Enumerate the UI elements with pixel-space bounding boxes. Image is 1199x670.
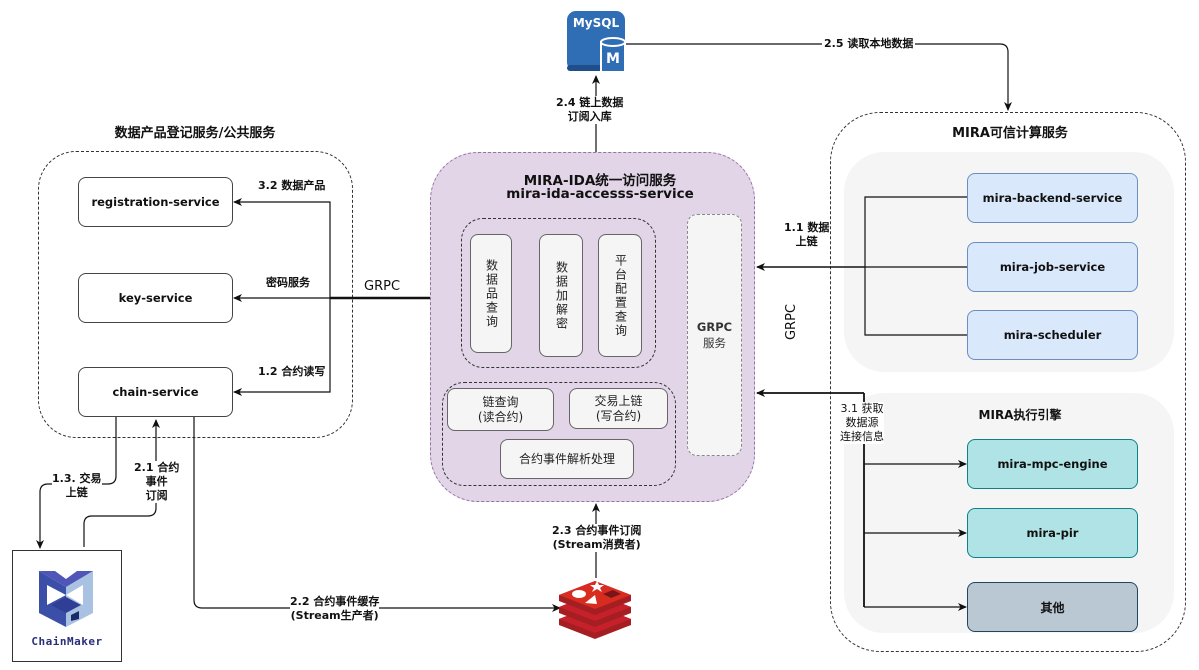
edge-label-3-1-line3: 连接信息 xyxy=(840,430,884,443)
edge-label-2-2: 2.2 合约事件缓存 (Stream生产者) xyxy=(290,595,380,623)
mira-scheduler-node[interactable]: mira-scheduler xyxy=(967,310,1138,360)
other-engine-label: 其他 xyxy=(1040,600,1065,615)
query-module-group xyxy=(461,218,656,368)
grpc-left-label: GRPC xyxy=(364,279,401,294)
edge-label-1-1: 1.1 数据 上链 xyxy=(784,221,829,249)
chain-query-label-line1: 链查询 xyxy=(482,394,519,409)
edge-label-2-3-line2: (Stream消费者) xyxy=(552,538,641,551)
mysql-node[interactable]: MySQL M xyxy=(567,11,627,74)
mira-job-service-label: mira-job-service xyxy=(999,260,1106,274)
redis-icon xyxy=(559,581,631,639)
platform-config-query-label: 平台配置查询 xyxy=(613,253,628,338)
edge-label-3-1-line2: 数据源 xyxy=(845,416,879,429)
edge-label-2-4-line2: 订阅入库 xyxy=(567,110,612,123)
edge-label-2-1-line1: 2.1 合约 xyxy=(134,461,180,474)
grpc-service-label-line2: 服务 xyxy=(703,336,726,350)
edge-label-3-1: 3.1 获取 数据源 连接信息 xyxy=(840,402,884,444)
right-group-container xyxy=(830,112,1186,652)
ida-title-line2: mira-ida-accesss-service xyxy=(506,186,694,202)
edge-label-2-4-line1: 2.4 链上数据 xyxy=(556,96,624,109)
chain-service-node[interactable]: chain-service xyxy=(78,367,233,417)
edge-label-2-5: 2.5 读取本地数据 xyxy=(822,37,916,51)
contract-event-processing-label: 合约事件解析处理 xyxy=(518,451,615,466)
grpc-service-module[interactable]: GRPC 服务 xyxy=(687,214,742,456)
edge-label-2-3-line1: 2.3 合约事件订阅 xyxy=(552,524,642,537)
edge-label-key: 密码服务 xyxy=(266,276,310,289)
edge-label-3-1-line1: 3.1 获取 xyxy=(840,402,884,415)
edge-label-3-2: 3.2 数据产品 xyxy=(258,179,326,192)
mysql-badge: M xyxy=(606,51,620,67)
key-service-node[interactable]: key-service xyxy=(78,273,233,323)
grpc-right-label: GRPC xyxy=(784,303,800,341)
key-service-label: key-service xyxy=(118,291,193,305)
registration-service-node[interactable]: registration-service xyxy=(78,177,233,227)
mira-backend-service-label: mira-backend-service xyxy=(982,191,1123,205)
right-group-title: MIRA可信计算服务 xyxy=(952,126,1068,141)
edge-label-2-2-line2: (Stream生产者) xyxy=(290,609,379,622)
chain-query-label-line2: (读合约) xyxy=(477,409,524,424)
chain-query-module[interactable]: 链查询 (读合约) xyxy=(447,388,554,431)
edge-label-1-2: 1.2 合约读写 xyxy=(258,365,326,378)
ida-title-line1: MIRA-IDA统一访问服务 xyxy=(523,173,677,189)
data-product-query-module[interactable]: 数据品查询 xyxy=(470,234,512,353)
mira-engine-title: MIRA执行引擎 xyxy=(978,408,1062,422)
grpc-service-label-line1: GRPC xyxy=(696,320,733,334)
edge-label-2-1: 2.1 合约 事件 订阅 xyxy=(134,461,180,503)
edge-label-1-3: 1.3. 交易 上链 xyxy=(52,472,102,500)
tx-onchain-module[interactable]: 交易上链 (写合约) xyxy=(569,388,668,429)
mira-pir-node[interactable]: mira-pir xyxy=(967,508,1138,558)
data-encrypt-decrypt-label: 数据加解密 xyxy=(554,260,569,331)
platform-config-query-module[interactable]: 平台配置查询 xyxy=(598,234,642,357)
mira-pir-label: mira-pir xyxy=(1026,526,1079,540)
left-group-title: 数据产品登记服务/公共服务 xyxy=(114,126,276,141)
chain-service-label: chain-service xyxy=(112,385,199,399)
chainmaker-node[interactable]: ChainMaker xyxy=(12,550,122,662)
edge-label-2-1-line3: 订阅 xyxy=(145,489,168,502)
redis-node[interactable] xyxy=(557,575,633,639)
contract-event-processing-module[interactable]: 合约事件解析处理 xyxy=(500,439,634,479)
mira-scheduler-label: mira-scheduler xyxy=(1003,328,1102,342)
edge-label-1-3-line2: 上链 xyxy=(65,486,88,499)
edge-label-2-2-line1: 2.2 合约事件缓存 xyxy=(290,595,380,608)
chainmaker-label: ChainMaker xyxy=(31,635,103,648)
edge-label-2-3: 2.3 合约事件订阅 (Stream消费者) xyxy=(552,524,642,552)
edge-label-1-1-line1: 1.1 数据 xyxy=(784,221,830,234)
tx-onchain-label-line1: 交易上链 xyxy=(594,393,643,408)
chainmaker-logo-icon xyxy=(39,571,93,627)
data-product-query-label: 数据品查询 xyxy=(484,258,499,329)
mysql-icon xyxy=(567,11,626,73)
mira-job-service-node[interactable]: mira-job-service xyxy=(967,242,1138,292)
mira-backend-service-node[interactable]: mira-backend-service xyxy=(967,173,1138,223)
edge-2-5 xyxy=(626,43,1012,111)
tx-onchain-label-line2: (写合约) xyxy=(595,408,642,423)
mysql-label: MySQL xyxy=(572,16,620,30)
edge-label-1-1-line2: 上链 xyxy=(795,235,818,248)
edge-label-1-3-line1: 1.3. 交易 xyxy=(52,472,102,485)
other-engine-node[interactable]: 其他 xyxy=(967,582,1138,632)
mira-mpc-engine-label: mira-mpc-engine xyxy=(997,457,1108,471)
registration-service-label: registration-service xyxy=(91,195,220,209)
edge-label-2-4: 2.4 链上数据 订阅入库 xyxy=(556,96,624,124)
data-encrypt-decrypt-module[interactable]: 数据加解密 xyxy=(539,234,583,357)
mira-mpc-engine-node[interactable]: mira-mpc-engine xyxy=(967,439,1138,489)
edge-label-2-1-line2: 事件 xyxy=(145,475,168,488)
